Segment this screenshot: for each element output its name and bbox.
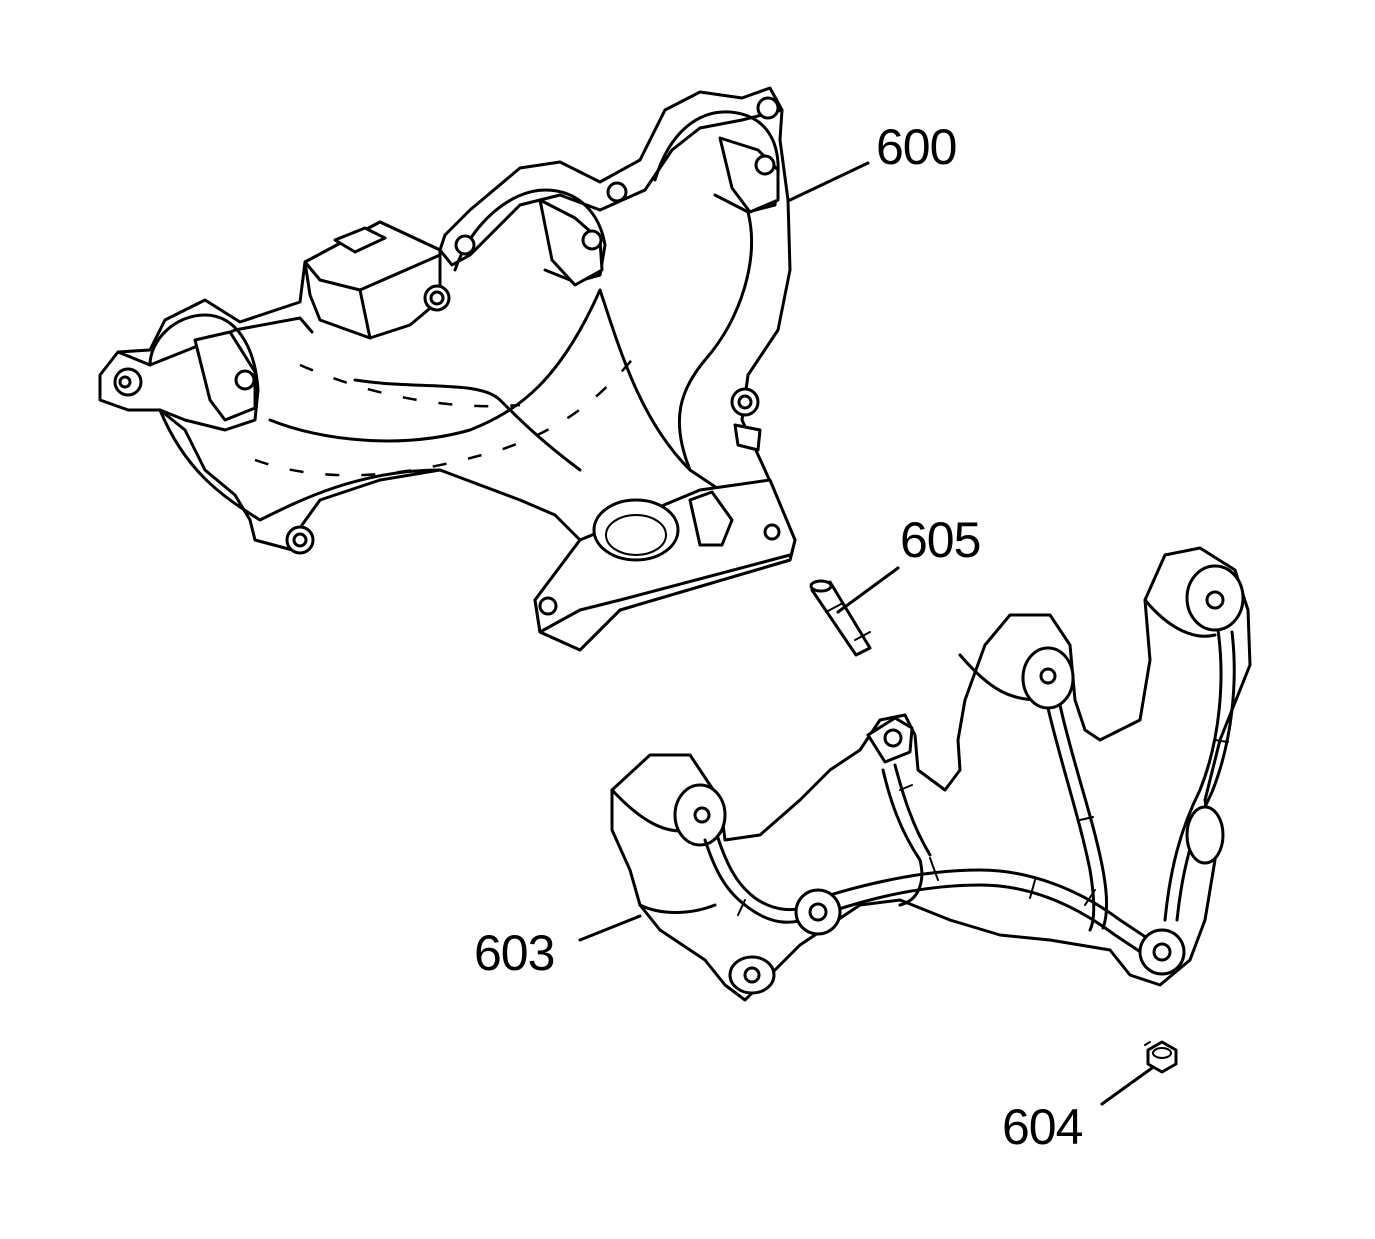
- leader-line-600: [788, 161, 870, 202]
- leader-line-603: [578, 914, 642, 942]
- nut-604: [1144, 1040, 1178, 1074]
- leader-line-605: [836, 566, 900, 614]
- stud-605: [809, 579, 872, 657]
- exhaust-manifold-600: [98, 86, 797, 652]
- callout-605: 605: [900, 512, 981, 568]
- leader-line-604: [1100, 1066, 1154, 1106]
- callout-600: 600: [876, 119, 957, 175]
- callout-603: 603: [474, 925, 555, 981]
- heat-shield-603: [610, 546, 1252, 1002]
- callout-604: 604: [1002, 1099, 1083, 1155]
